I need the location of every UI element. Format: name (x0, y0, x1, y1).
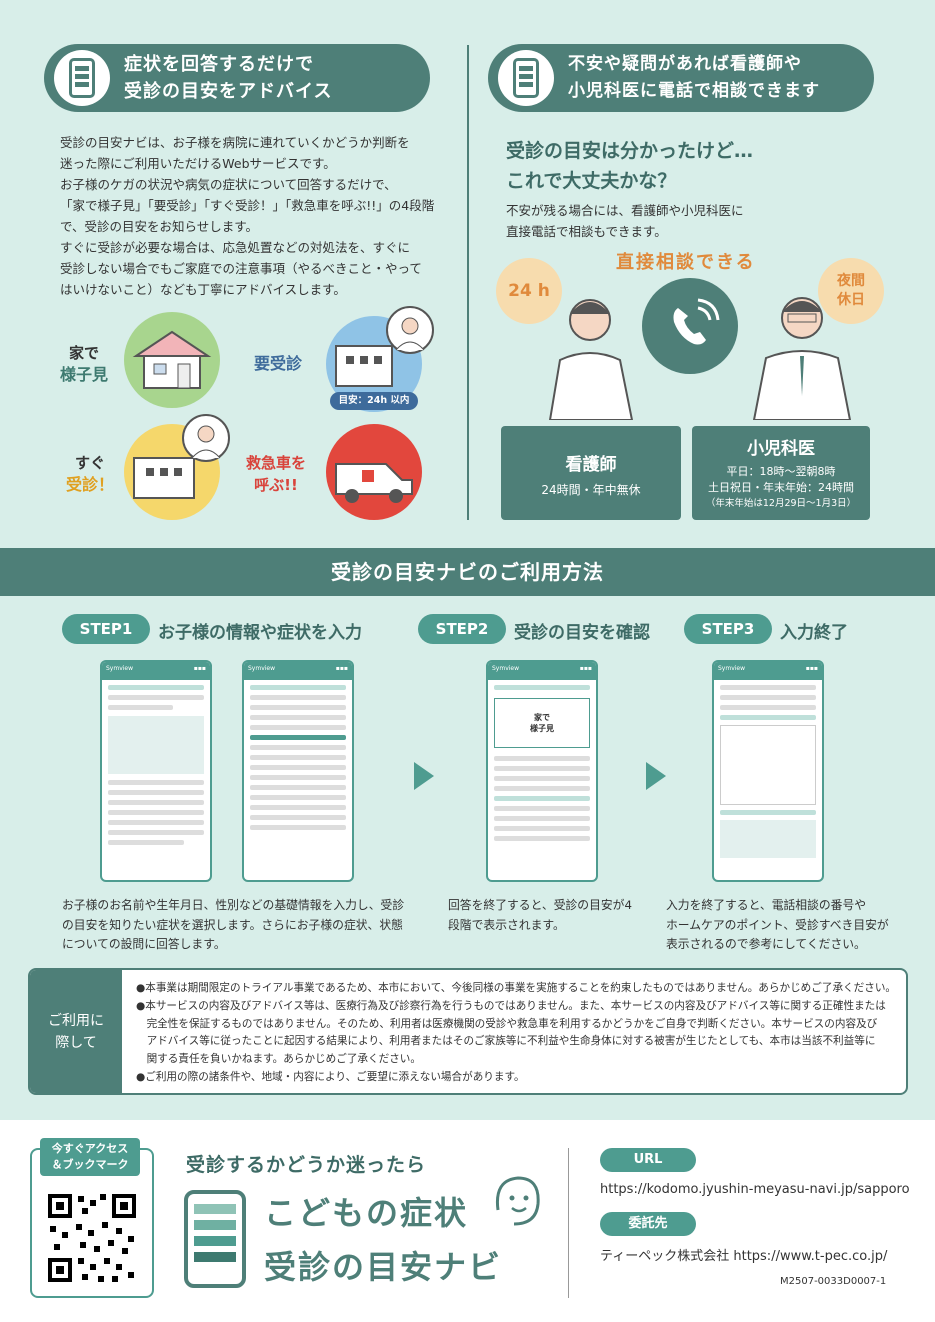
direct-consult-label: 直接相談できる (616, 252, 756, 273)
bubble-night: 夜間 休日 (818, 258, 884, 324)
left-header-line1: 症状を回答するだけで (124, 54, 314, 75)
footer: 今すぐアクセス ＆ブックマーク 受診するかどうか迷ったら (0, 1120, 935, 1322)
left-header-line2: 受診の目安をアドバイス (124, 81, 333, 102)
visit-badge: 目安：24h 以内 (330, 392, 418, 410)
nurse-illustration (540, 290, 650, 421)
step1-desc: お子様のお名前や生年月日、性別などの基礎情報を入力し、受診 の目安を知りたい症状… (62, 898, 405, 951)
footer-divider (568, 1148, 569, 1298)
doctor-illustration (740, 286, 860, 421)
level-soon-label: すぐ 受診！ (66, 454, 115, 494)
step3-badge: STEP3 (684, 614, 772, 644)
notice-box: ご利用に際して ●本事業は期間限定のトライアル事業であるため、本市において、今後… (28, 968, 908, 1095)
step3-title: 入力終了 (780, 623, 848, 643)
phone-icon-right (498, 50, 554, 106)
ambulance-illustration (326, 424, 422, 520)
url-tag: URL (600, 1148, 696, 1172)
phone-mock-4: Symview▪▪▪ (712, 660, 824, 882)
phone-mock-3: Symview▪▪▪ 家で様子見 (486, 660, 598, 882)
right-header-line2: 小児科医に電話で相談できます (568, 81, 820, 101)
url-link[interactable]: https://kodomo.jyushin-meyasu-navi.jp/sa… (600, 1182, 910, 1197)
phone-call-icon (642, 278, 738, 374)
nurse-box: 看護師 24時間・年中無休 (501, 426, 681, 520)
step3-desc: 入力を終了すると、電話相談の番号や ホームケアのポイント、受診すべき目安が 表示… (666, 898, 889, 951)
consign-tag: 委託先 (600, 1212, 696, 1236)
vertical-divider (467, 45, 469, 520)
doctor-box: 小児科医 平日：18時～翌朝8時 土日祝日・年末年始：24時間 （年末年始は12… (692, 426, 870, 520)
step2-badge: STEP2 (418, 614, 506, 644)
doctor-avatar-icon-2 (182, 414, 230, 462)
howto-banner: 受診の目安ナビのご利用方法 (0, 548, 935, 596)
step2-title: 受診の目安を確認 (514, 623, 650, 643)
consign-text[interactable]: ティーペック株式会社 https://www.t-pec.co.jp/ (600, 1249, 888, 1264)
child-face-icon (488, 1170, 544, 1230)
question-heading: 受診の目安は分かったけど… これで大丈夫かな？ (506, 140, 754, 192)
step2-desc: 回答を終了すると、受診の目安が4 段階で表示されます。 (448, 898, 632, 932)
doc-code: M2507-0033D0007-1 (780, 1276, 887, 1287)
step-arrow-2 (646, 762, 666, 790)
step-arrow-1 (414, 762, 434, 790)
qr-label: 今すぐアクセス ＆ブックマーク (40, 1138, 140, 1176)
logo-text: こどもの症状 受診の目安ナビ (264, 1194, 503, 1286)
phone-mock-2: Symview▪▪▪ (242, 660, 354, 882)
left-header: 症状を回答するだけで 受診の目安をアドバイス (44, 44, 430, 112)
mock-illustration (108, 716, 204, 774)
mock-result: 家で様子見 (494, 698, 590, 748)
hospital-illustration (124, 424, 220, 520)
right-header-line1: 不安や疑問があれば看護師や (568, 54, 802, 74)
notice-body: ●本事業は期間限定のトライアル事業であるため、本市において、今後同様の事業を実施… (136, 982, 897, 1083)
notice-label: ご利用に際して (30, 970, 122, 1093)
doctor-avatar-icon (386, 306, 434, 354)
step1-title: お子様の情報や症状を入力 (158, 623, 362, 643)
phone-mock-1: Symview▪▪▪ (100, 660, 212, 882)
right-header: 不安や疑問があれば看護師や 小児科医に電話で相談できます (488, 44, 874, 112)
level-visit-label: 要受診 (254, 354, 303, 373)
right-paragraph: 不安が残る場合には、看護師や小児科医に 直接電話で相談もできます。 (506, 203, 744, 239)
left-paragraph: 受診の目安ナビは、お子様を病院に連れていくかどうか判断を 迷った際にご利用いただ… (60, 135, 435, 297)
level-home-label: 家で 様子見 (60, 344, 109, 384)
level-ambulance-label: 救急車を 呼ぶ!! (246, 454, 307, 494)
step1-badge: STEP1 (62, 614, 150, 644)
house-illustration (124, 312, 220, 408)
phone-icon (54, 50, 110, 106)
bubble-24h: 24 h (496, 258, 562, 324)
catch-copy: 受診するかどうか迷ったら (186, 1154, 427, 1176)
qr-code-icon[interactable] (46, 1192, 138, 1284)
logo-phone-icon (184, 1190, 246, 1288)
